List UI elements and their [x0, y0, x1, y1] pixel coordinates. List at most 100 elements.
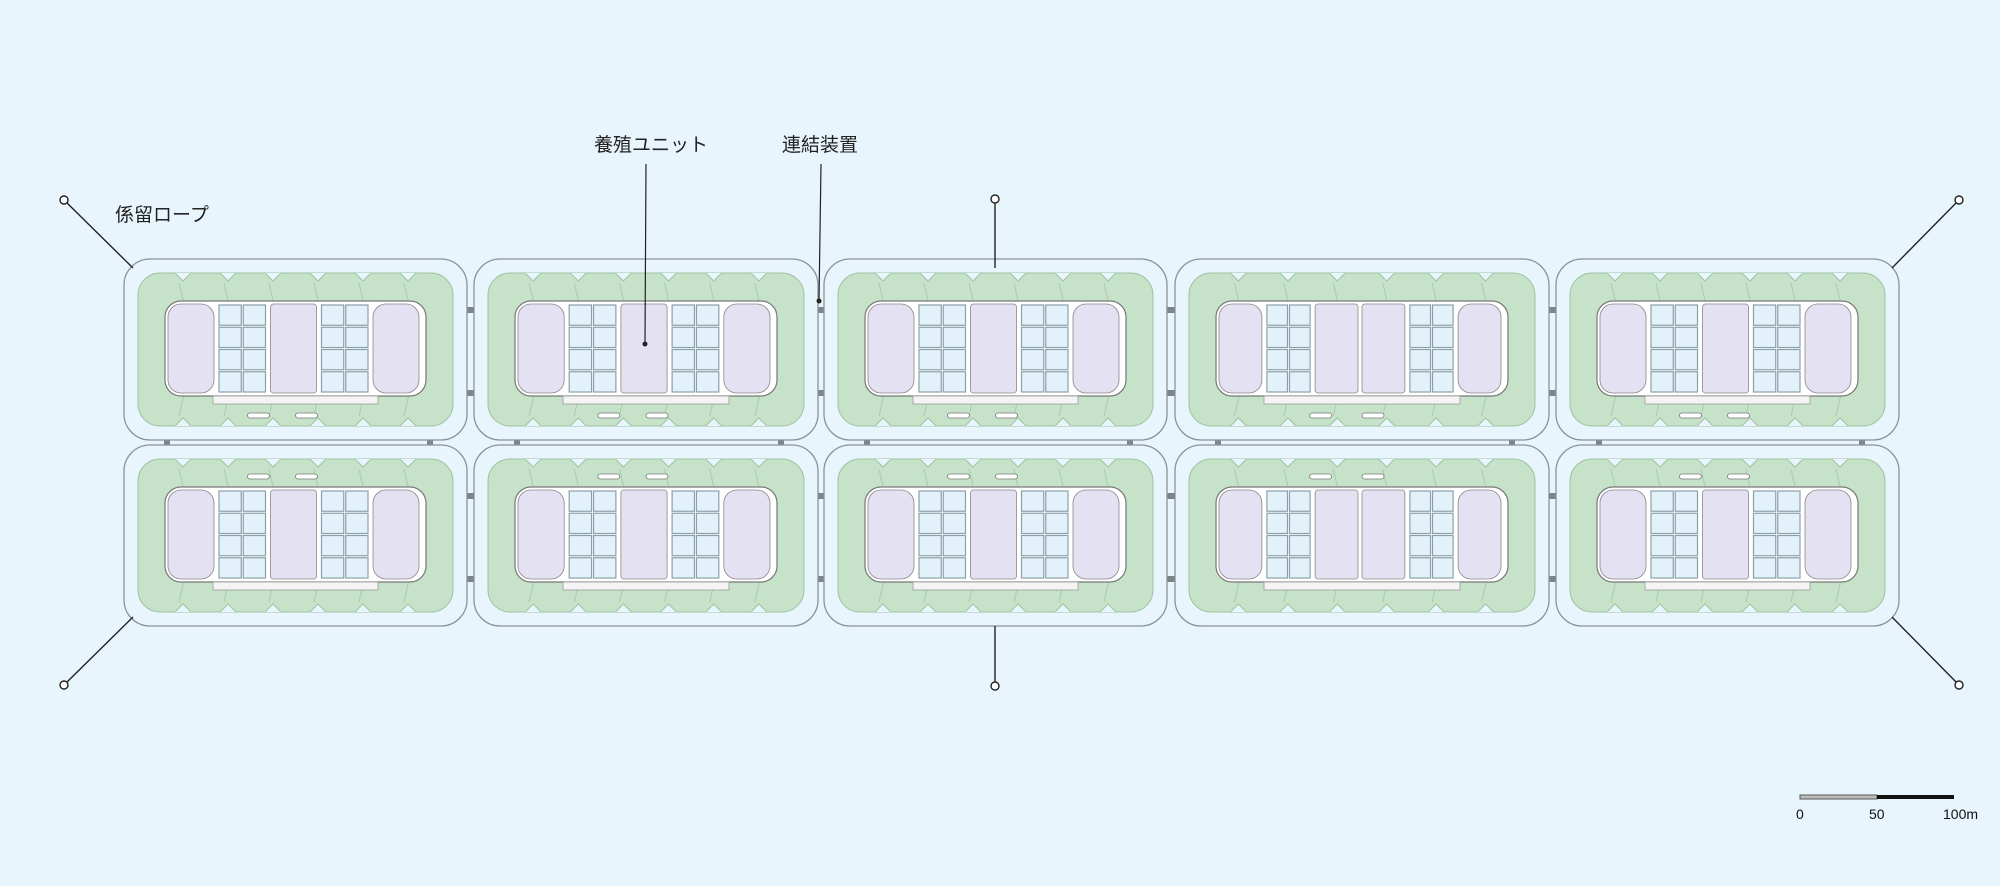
grid-cage	[1674, 490, 1699, 512]
grid-cage	[671, 304, 696, 326]
anchor-icon	[990, 681, 1000, 691]
grid-cage	[1674, 512, 1699, 535]
scale-bar-dark	[1877, 795, 1954, 799]
grid-cage	[320, 557, 345, 579]
net-notch	[1477, 458, 1494, 613]
net-notch	[174, 272, 192, 427]
leader-line-coupling	[818, 163, 822, 302]
walkway	[1263, 395, 1461, 405]
grid-cage	[918, 512, 942, 535]
grid-cage	[1045, 534, 1069, 557]
grid-cage	[695, 490, 720, 512]
net-notch	[309, 272, 327, 427]
grid-cage	[592, 326, 617, 349]
coupling-device	[778, 439, 784, 446]
grid-cage	[320, 512, 345, 535]
boat-icon	[995, 473, 1018, 480]
coupling-device	[514, 439, 520, 446]
grid-cage	[320, 371, 345, 393]
coupling-device	[817, 390, 825, 396]
boat-icon	[247, 473, 270, 480]
grid-cage	[345, 490, 369, 512]
scale-tick-0: 0	[1796, 806, 1804, 822]
net-notch	[1279, 272, 1297, 427]
grid-cage	[918, 534, 942, 557]
grid-cage	[1650, 348, 1674, 371]
net-notch	[399, 458, 417, 613]
net-notch	[1230, 458, 1247, 613]
grid-cage	[942, 512, 967, 535]
coupling-device	[864, 439, 870, 446]
coupling-device	[466, 493, 475, 499]
net-notch	[1328, 272, 1346, 427]
aquaculture-unit	[1174, 258, 1550, 441]
grid-cage	[1409, 371, 1432, 393]
net-notch	[874, 458, 892, 613]
mooring-rope	[63, 199, 134, 269]
culture-tank	[270, 303, 317, 394]
boat-icon	[1679, 412, 1702, 419]
grid-cage	[1674, 348, 1699, 371]
coupling-device	[466, 576, 475, 582]
net-notch	[1606, 272, 1624, 427]
grid-cage	[695, 557, 720, 579]
coupling-device	[817, 576, 825, 582]
grid-cage	[242, 371, 267, 393]
grid-cage	[345, 534, 369, 557]
grid-cage	[1045, 326, 1069, 349]
culture-tank	[1804, 303, 1852, 394]
culture-tank	[1702, 303, 1749, 394]
net-notch	[1651, 458, 1669, 613]
boat-icon	[295, 412, 318, 419]
net-notch	[1279, 458, 1297, 613]
grid-cage	[695, 512, 720, 535]
net-notch	[1741, 272, 1759, 427]
culture-tank	[1314, 303, 1359, 394]
coupling-device	[1548, 576, 1557, 582]
net-notch	[524, 272, 542, 427]
net-notch	[919, 458, 937, 613]
leader-line-unit	[644, 163, 647, 345]
grid-cage	[1288, 371, 1311, 393]
grid-cage	[671, 348, 696, 371]
grid-cage	[1650, 557, 1674, 579]
coupling-device	[1166, 493, 1176, 499]
grid-cage	[1288, 348, 1311, 371]
grid-cage	[1777, 348, 1801, 371]
net-notch	[1831, 458, 1849, 613]
grid-cage	[695, 348, 720, 371]
grid-cage	[592, 490, 617, 512]
grid-cage	[671, 557, 696, 579]
grid-cage	[592, 512, 617, 535]
walkway	[912, 581, 1079, 591]
anchor-icon	[59, 680, 69, 690]
culture-tank	[1599, 303, 1647, 394]
net-notch	[1696, 272, 1714, 427]
grid-cage	[345, 326, 369, 349]
grid-cage	[242, 490, 267, 512]
grid-cage	[1288, 557, 1311, 579]
grid-cage	[942, 304, 967, 326]
culture-tank	[1072, 489, 1120, 580]
net-notch	[615, 272, 632, 427]
boat-icon	[597, 412, 621, 419]
grid-cage	[1752, 490, 1777, 512]
net-notch	[1009, 458, 1027, 613]
grid-cage	[1674, 557, 1699, 579]
grid-cage	[1266, 490, 1289, 512]
grid-cage	[918, 304, 942, 326]
label-mooring-rope: 係留ロープ	[115, 204, 209, 226]
coupling-device	[427, 439, 433, 446]
grid-cage	[1777, 371, 1801, 393]
mooring-rope	[1891, 199, 1960, 269]
net-notch	[750, 458, 768, 613]
grid-cage	[345, 557, 369, 579]
grid-cage	[671, 326, 696, 349]
culture-tank	[620, 489, 668, 580]
culture-tank	[517, 489, 565, 580]
grid-cage	[592, 371, 617, 393]
grid-cage	[671, 534, 696, 557]
grid-cage	[942, 371, 967, 393]
coupling-device	[1509, 439, 1515, 446]
